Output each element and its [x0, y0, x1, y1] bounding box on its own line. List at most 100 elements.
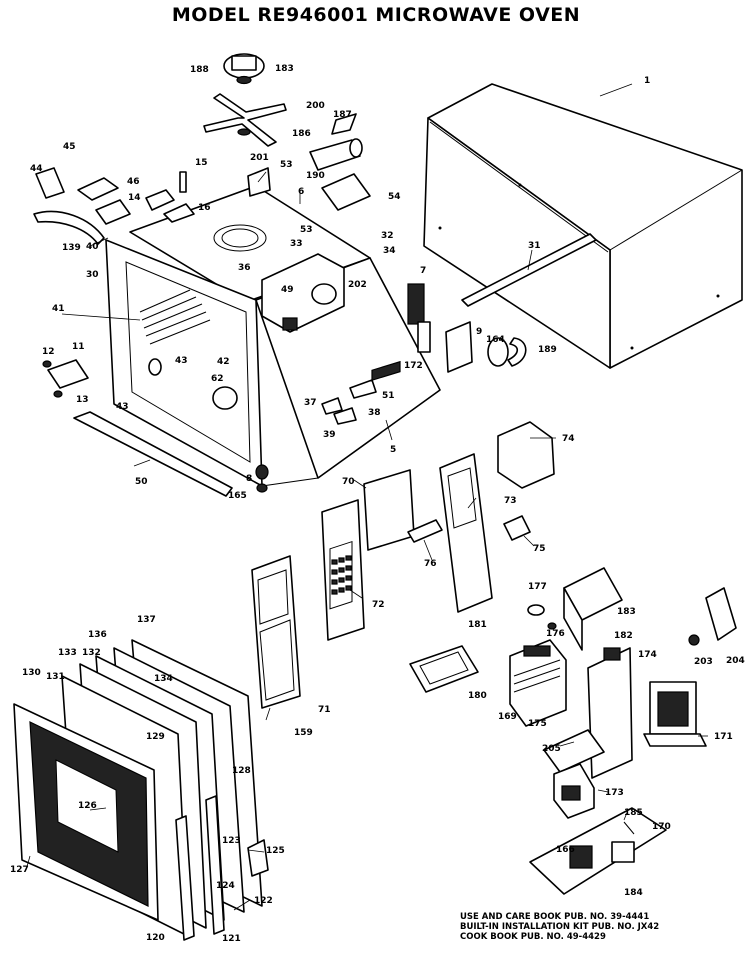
label-183: 183 — [275, 64, 294, 74]
label-139: 139 — [62, 243, 81, 253]
label-32: 32 — [381, 231, 394, 241]
label-172: 172 — [404, 361, 423, 371]
bracket-53 — [247, 167, 271, 197]
label-182: 182 — [614, 631, 633, 641]
label-40: 40 — [86, 242, 99, 252]
publication-references: USE AND CARE BOOK PUB. NO. 39-4441 BUILT… — [460, 912, 659, 942]
label-15: 15 — [195, 158, 208, 168]
label-13: 13 — [76, 395, 89, 405]
label-124: 124 — [216, 881, 235, 891]
door-assembly — [13, 639, 269, 941]
label-186: 186 — [292, 129, 311, 139]
label-51: 51 — [382, 391, 395, 401]
label-136: 136 — [88, 630, 107, 640]
gasket-177 — [527, 604, 557, 630]
label-33: 33 — [290, 239, 303, 249]
label-70: 70 — [342, 477, 355, 487]
label-72: 72 — [372, 600, 385, 610]
leader-lines — [25, 83, 708, 911]
label-184: 184 — [624, 888, 643, 898]
label-200: 200 — [306, 101, 325, 111]
label-175: 175 — [528, 719, 547, 729]
label-122: 122 — [254, 896, 273, 906]
label-49: 49 — [281, 285, 294, 295]
transformer-171 — [643, 681, 707, 747]
part-labels: 188 183 200 201 187 186 190 1 45 44 46 1… — [10, 64, 745, 944]
control-frame-73 — [439, 453, 493, 613]
label-120: 120 — [146, 933, 165, 943]
label-127: 127 — [10, 865, 29, 875]
label-188: 188 — [190, 65, 209, 75]
label-131: 131 — [46, 672, 65, 682]
label-123: 123 — [222, 836, 241, 846]
label-46: 46 — [127, 177, 140, 187]
fan-motor-assembly — [203, 53, 287, 147]
label-159: 159 — [294, 728, 313, 738]
label-190: 190 — [306, 171, 325, 181]
waveguide-box — [261, 253, 345, 333]
label-166: 166 — [556, 845, 575, 855]
label-125: 125 — [266, 846, 285, 856]
thermal-174 — [543, 647, 633, 779]
label-189: 189 — [538, 345, 557, 355]
label-170: 170 — [652, 822, 671, 832]
label-73: 73 — [504, 496, 517, 506]
small-hardware — [255, 379, 377, 493]
control-overlay-71 — [251, 555, 301, 709]
label-45: 45 — [63, 142, 76, 152]
label-41: 41 — [52, 304, 65, 314]
label-132: 132 — [82, 648, 101, 658]
label-44: 44 — [30, 164, 43, 174]
cabinet-rail — [461, 233, 597, 307]
bracket-204 — [688, 587, 737, 646]
label-8: 8 — [246, 474, 252, 484]
connector-76 — [407, 519, 443, 543]
label-43: 43 — [175, 356, 188, 366]
outer-cabinet — [423, 83, 743, 369]
label-74: 74 — [562, 434, 575, 444]
label-165: 165 — [228, 491, 247, 501]
label-179: 169 — [498, 712, 517, 722]
diagram-title: MODEL RE946001 MICROWAVE OVEN — [171, 4, 581, 26]
magnetron-175 — [509, 639, 567, 727]
label-42: 42 — [217, 357, 230, 367]
label-53b: 53 — [300, 225, 313, 235]
label-5: 5 — [390, 445, 396, 455]
pub-installation-kit: BUILT-IN INSTALLATION KIT PUB. NO. JX42 — [460, 922, 660, 932]
label-36: 36 — [238, 263, 251, 273]
label-16: 16 — [198, 203, 211, 213]
label-62: 62 — [211, 374, 224, 384]
label-128: 128 — [232, 766, 251, 776]
keypad-panel-72 — [321, 499, 365, 641]
label-71: 71 — [318, 705, 331, 715]
label-1: 1 — [644, 76, 650, 86]
bottom-plate — [73, 411, 233, 497]
label-202: 202 — [348, 280, 367, 290]
label-34: 34 — [383, 246, 396, 256]
label-134: 134 — [154, 674, 173, 684]
label-30: 30 — [86, 270, 99, 280]
label-130: 130 — [22, 668, 41, 678]
label-180: 180 — [468, 691, 487, 701]
pub-cook-book: COOK BOOK PUB. NO. 49-4429 — [460, 932, 606, 942]
label-164: 164 — [486, 335, 505, 345]
switch-75 — [503, 515, 531, 541]
hinge-bracket — [42, 359, 89, 398]
label-7: 7 — [420, 266, 426, 276]
shield-74 — [497, 421, 555, 489]
label-185: 185 — [624, 808, 643, 818]
label-203: 203 — [694, 657, 713, 667]
label-204: 204 — [726, 656, 745, 666]
label-126: 126 — [78, 801, 97, 811]
label-177: 177 — [528, 582, 547, 592]
label-181: 181 — [468, 620, 487, 630]
base-plate-170 — [529, 807, 667, 895]
label-205: 205 — [542, 744, 561, 754]
label-11: 11 — [72, 342, 85, 352]
label-171: 171 — [714, 732, 733, 742]
label-12: 12 — [42, 347, 55, 357]
label-137: 137 — [137, 615, 156, 625]
label-53: 53 — [280, 160, 293, 170]
label-174: 174 — [638, 650, 657, 660]
